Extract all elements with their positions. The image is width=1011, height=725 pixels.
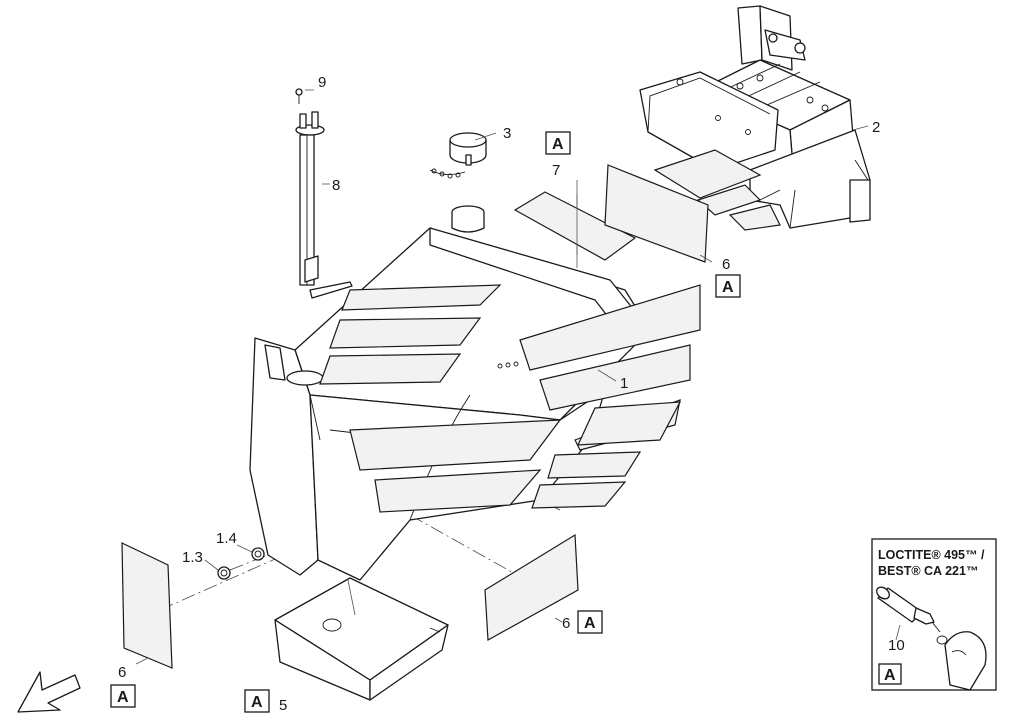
callout-5: 5 <box>279 697 287 714</box>
tank-decals <box>319 284 701 513</box>
callout-2: 2 <box>872 119 880 136</box>
fuel-cap <box>429 132 487 179</box>
ref-marker-decal-6-bottom: A <box>577 610 603 634</box>
fitting-1-4 <box>251 547 265 561</box>
callout-8: 8 <box>332 177 340 194</box>
ref-marker-skid-plate: A <box>244 689 270 713</box>
callout-6-top: 6 <box>722 256 730 273</box>
callout-1: 1 <box>620 375 628 392</box>
adhesive-bottle <box>876 586 941 633</box>
callout-9: 9 <box>318 74 326 91</box>
decal-6-bottom <box>484 533 579 641</box>
ref-marker-adhesive: A <box>878 663 902 685</box>
callout-7: 7 <box>552 162 560 179</box>
adhesive-line-1: LOCTITE® 495™ / <box>878 548 985 562</box>
svg-text:A: A <box>584 615 596 632</box>
fitting-1-3 <box>217 566 231 580</box>
callout-6-bottom: 6 <box>562 615 570 632</box>
forward-direction-arrow <box>17 671 81 713</box>
callout-3: 3 <box>503 125 511 142</box>
callout-10: 10 <box>888 637 905 654</box>
callout-1-4: 1.4 <box>216 530 237 547</box>
decal-6-left <box>121 542 173 669</box>
svg-text:A: A <box>117 689 129 706</box>
ref-marker-decal-6-top: A <box>715 274 741 298</box>
hand-applying-adhesive <box>936 631 987 691</box>
callout-6-left: 6 <box>118 664 126 681</box>
reference-markers: A A A A A <box>110 131 741 713</box>
svg-text:A: A <box>884 667 896 684</box>
battery-assembly <box>639 5 871 231</box>
adhesive-inset: LOCTITE® 495™ / BEST® CA 221™ 10 A <box>871 538 997 691</box>
ref-marker-decal-6-left: A <box>110 684 136 708</box>
svg-text:A: A <box>722 279 734 296</box>
leader-lines <box>135 89 869 665</box>
decal-7 <box>513 191 637 261</box>
decal-6-top <box>604 164 709 263</box>
skid-plate <box>274 577 449 701</box>
ref-marker-decal-7: A <box>545 131 571 155</box>
callout-labels: 1 1.3 1.4 2 3 5 6 6 6 7 8 9 <box>118 74 880 714</box>
fuel-level-sender <box>295 88 353 299</box>
callout-1-3: 1.3 <box>182 549 203 566</box>
svg-text:A: A <box>251 694 263 711</box>
svg-text:A: A <box>552 136 564 153</box>
adhesive-line-2: BEST® CA 221™ <box>878 564 978 578</box>
